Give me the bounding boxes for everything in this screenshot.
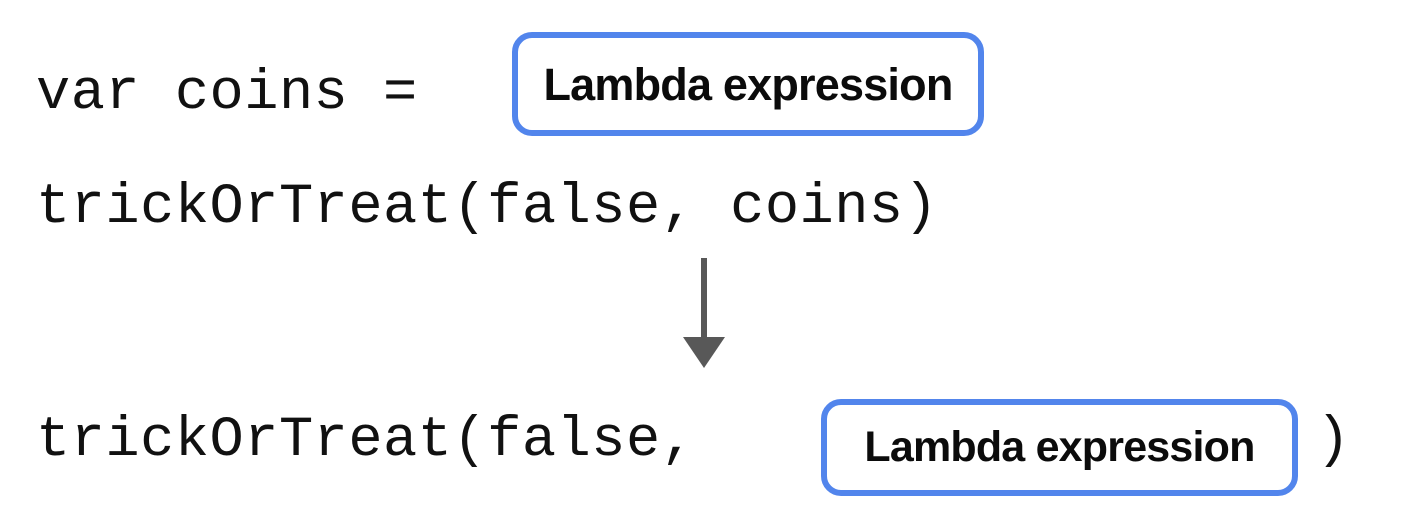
code-line-1-text: var coins = bbox=[36, 62, 453, 126]
lambda-expression-token-box-2[interactable]: Lambda expression bbox=[821, 399, 1298, 496]
lambda-expression-label-2: Lambda expression bbox=[864, 423, 1255, 471]
code-line-2-text: trickOrTreat(false, coins) bbox=[36, 176, 939, 240]
code-line-3-text: trickOrTreat(false, bbox=[36, 409, 731, 473]
code-line-3-closing-paren: ) bbox=[1316, 409, 1351, 473]
lambda-expression-label-1: Lambda expression bbox=[543, 58, 953, 110]
lambda-expression-token-box-1[interactable]: Lambda expression bbox=[512, 32, 984, 136]
down-arrow-icon bbox=[683, 258, 725, 368]
